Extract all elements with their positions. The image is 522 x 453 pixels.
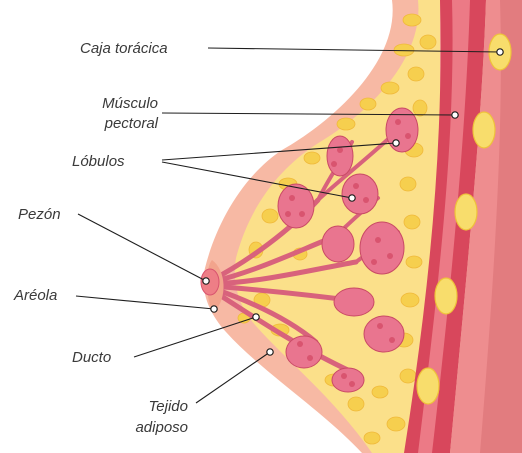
lobule (334, 288, 374, 316)
lobule (364, 316, 404, 352)
rib (455, 194, 477, 230)
label-pezon: Pezón (18, 206, 61, 223)
rib (435, 278, 457, 314)
lobule (327, 136, 353, 176)
label-musculo-line1: Músculo (102, 95, 158, 112)
label-musculo-line2: pectoral (104, 115, 159, 132)
label-areola: Aréola (13, 287, 57, 304)
lobule (332, 368, 364, 392)
lobule (360, 222, 404, 274)
lobule (278, 184, 314, 228)
label-tejido-line1: Tejido (149, 398, 188, 415)
label-ducto: Ducto (72, 349, 111, 366)
rib (473, 112, 495, 148)
lobule (322, 226, 354, 262)
label-tejido-line2: adiposo (135, 419, 188, 436)
lobule (286, 336, 322, 368)
label-lobulos: Lóbulos (72, 153, 125, 170)
rib (417, 368, 439, 404)
lobule (342, 174, 378, 214)
label-caja-toracica: Caja torácica (80, 40, 168, 57)
